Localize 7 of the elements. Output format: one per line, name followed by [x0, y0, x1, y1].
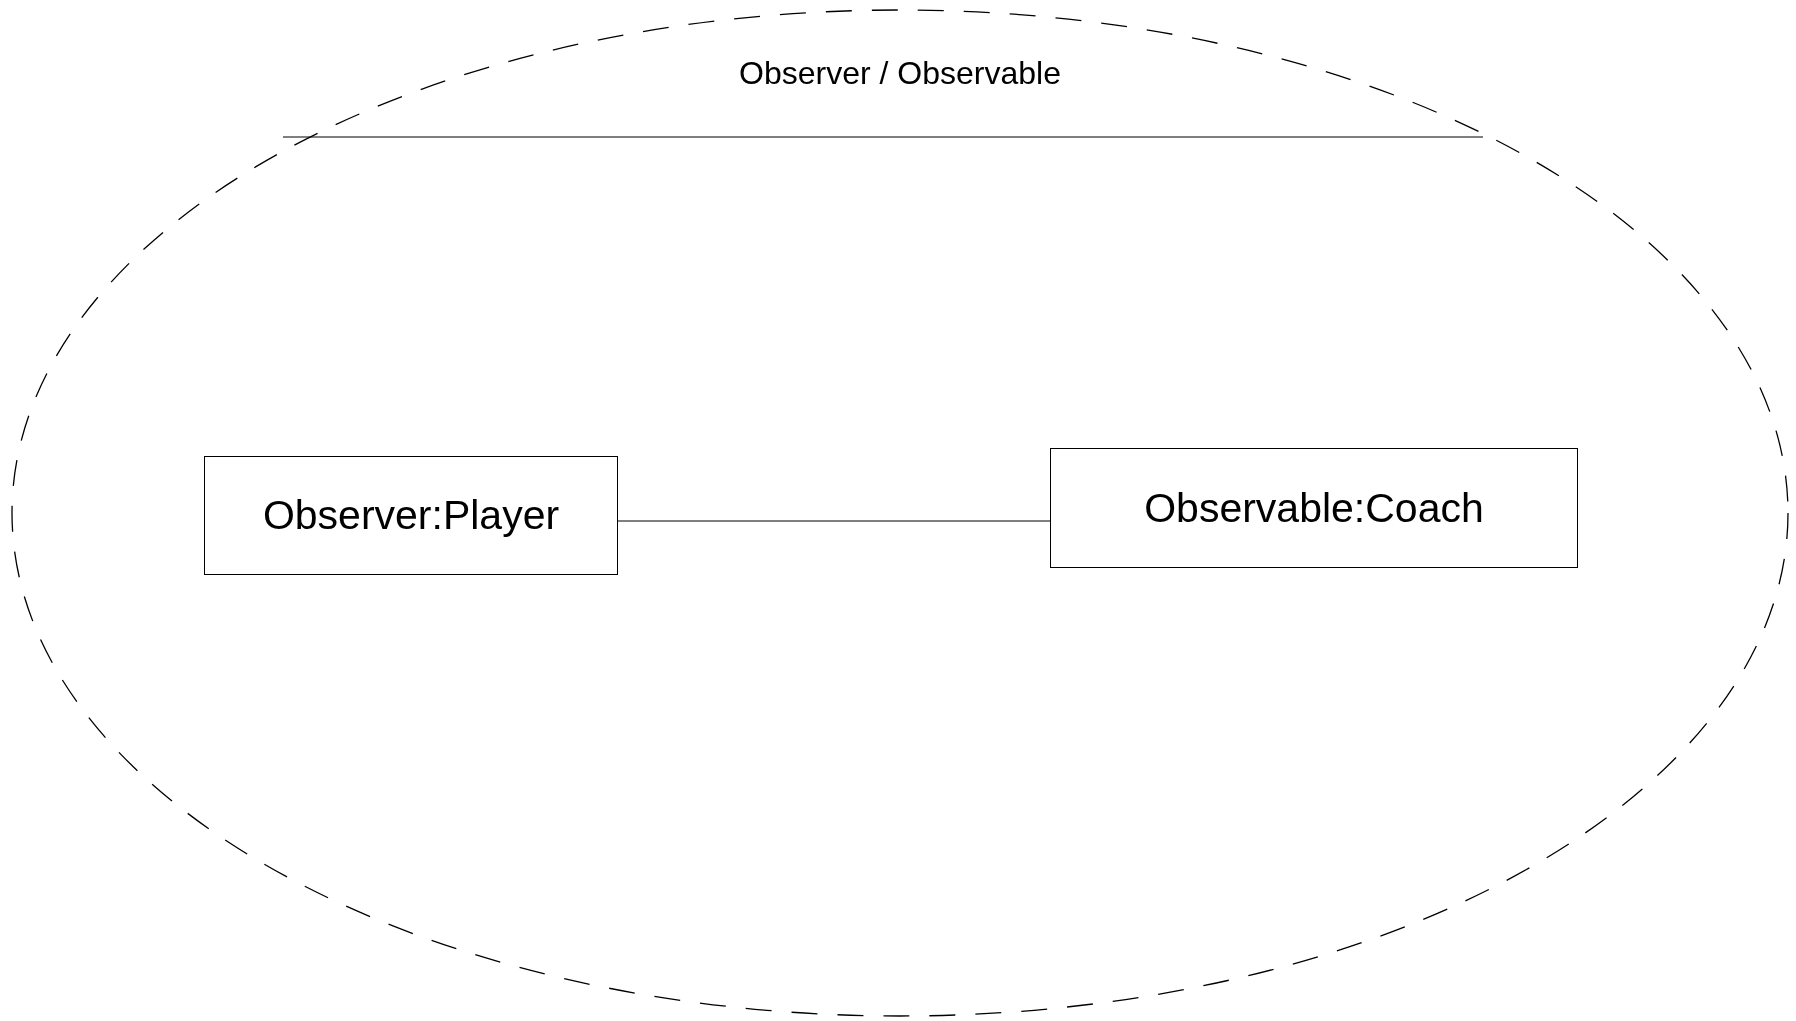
object-box	[204, 456, 618, 575]
collaboration-ellipse	[11, 9, 1789, 1017]
object-name: Observable:Coach	[1144, 484, 1484, 532]
association-line	[617, 520, 1051, 522]
object-box	[1050, 448, 1578, 568]
object-name: Observer:Player	[262, 492, 560, 539]
collaboration-name: Observer / Observable	[738, 55, 1062, 92]
